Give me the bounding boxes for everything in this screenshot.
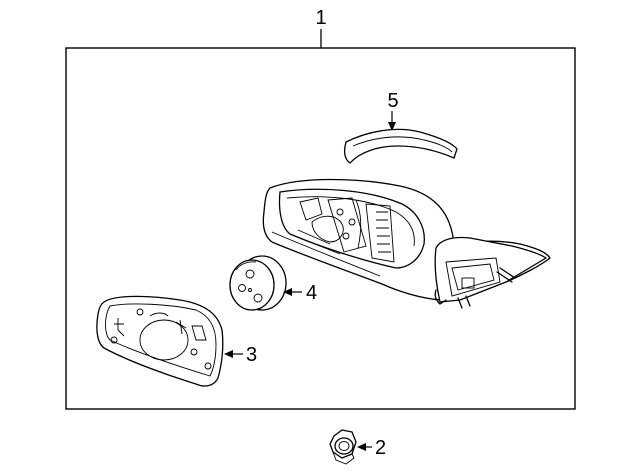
callout-1: 1 <box>315 7 326 29</box>
callout-5: 5 <box>387 90 398 112</box>
part-3-mirror-glass <box>96 295 224 387</box>
arrowhead-3 <box>224 350 233 358</box>
arrowhead-4 <box>283 288 292 296</box>
part-1-mirror-housing <box>262 178 551 309</box>
callout-3: 3 <box>246 344 257 366</box>
part-4-actuator <box>229 255 287 311</box>
arrowhead-2 <box>357 443 366 451</box>
arrowhead-5 <box>388 122 396 131</box>
part-2-nut <box>329 429 357 465</box>
part-5-cover-cap <box>343 128 458 164</box>
callout-4: 4 <box>306 282 317 304</box>
callout-2: 2 <box>375 437 386 459</box>
